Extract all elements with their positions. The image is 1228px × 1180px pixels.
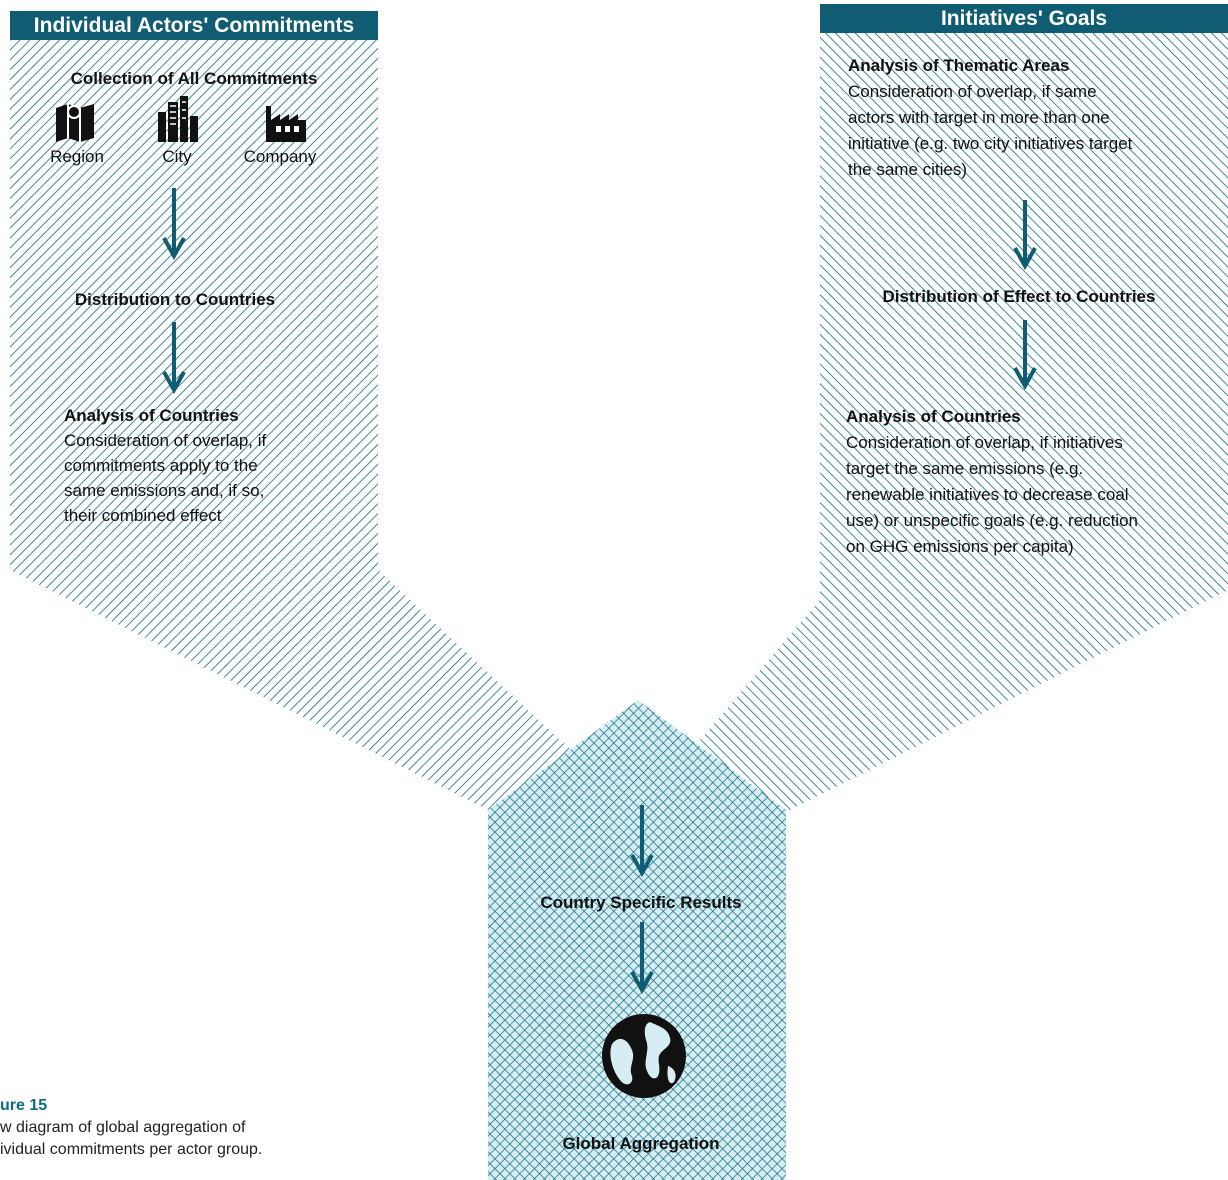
global-aggregation-title: Global Aggregation	[562, 1134, 720, 1153]
left-analysis-line-3: same emissions and, if so,	[64, 481, 265, 500]
arrow-down-icon	[1013, 200, 1037, 270]
thematic-line-4: the same cities)	[848, 160, 968, 179]
figure-caption: ure 15 w diagram of global aggregation o…	[0, 1095, 262, 1161]
thematic-line-2: actors with target in more than one	[848, 108, 1110, 127]
right-analysis-line-2: target the same emissions (e.g.	[846, 459, 1084, 478]
right-analysis-title: Analysis of Countries	[846, 407, 1021, 426]
right-analysis-line-4: use) or unspecific goals (e.g. reduction	[846, 511, 1138, 530]
left-header: Individual Actors' Commitments	[10, 11, 378, 40]
country-results-title: Country Specific Results	[540, 893, 742, 912]
left-analysis-title: Analysis of Countries	[64, 406, 239, 425]
globe-icon	[602, 1014, 686, 1098]
left-hatch-region	[10, 40, 640, 810]
arrow-down-icon	[1013, 320, 1037, 390]
factory-icon	[266, 106, 306, 142]
right-hatch-region	[640, 28, 1228, 810]
left-analysis-line-1: Consideration of overlap, if	[64, 431, 267, 450]
left-distribution-title: Distribution to Countries	[74, 290, 276, 309]
left-analysis-line-4: their combined effect	[64, 506, 222, 525]
figure-number: ure 15	[0, 1097, 48, 1114]
thematic-title: Analysis of Thematic Areas	[848, 56, 1070, 75]
map-icon	[56, 104, 94, 142]
icon-label-company: Company	[243, 147, 317, 166]
arrow-down-icon	[630, 922, 654, 994]
caption-line-2: ividual commitments per actor group.	[0, 1141, 263, 1158]
icon-label-city: City	[162, 147, 192, 166]
left-analysis-line-2: commitments apply to the	[64, 456, 258, 475]
arrow-down-icon	[162, 188, 186, 260]
thematic-line-3: initiative (e.g. two city initiatives ta…	[848, 134, 1133, 153]
right-analysis-line-1: Consideration of overlap, if initiatives	[846, 433, 1123, 452]
icon-label-region: Region	[50, 147, 104, 166]
right-header: Initiatives' Goals	[820, 4, 1228, 33]
collection-title: Collection of All Commitments	[70, 69, 318, 88]
arrow-down-icon	[162, 322, 186, 394]
right-distribution-title: Distribution of Effect to Countries	[882, 287, 1156, 306]
right-analysis-line-5: on GHG emissions per capita)	[846, 537, 1074, 556]
city-icon	[158, 96, 198, 142]
arrow-down-icon	[630, 805, 654, 877]
right-analysis-line-3: renewable initiatives to decrease coal	[846, 485, 1129, 504]
caption-line-1: w diagram of global aggregation of	[0, 1119, 246, 1136]
center-crosshatch-region	[488, 700, 786, 1180]
thematic-line-1: Consideration of overlap, if same	[848, 82, 1097, 101]
